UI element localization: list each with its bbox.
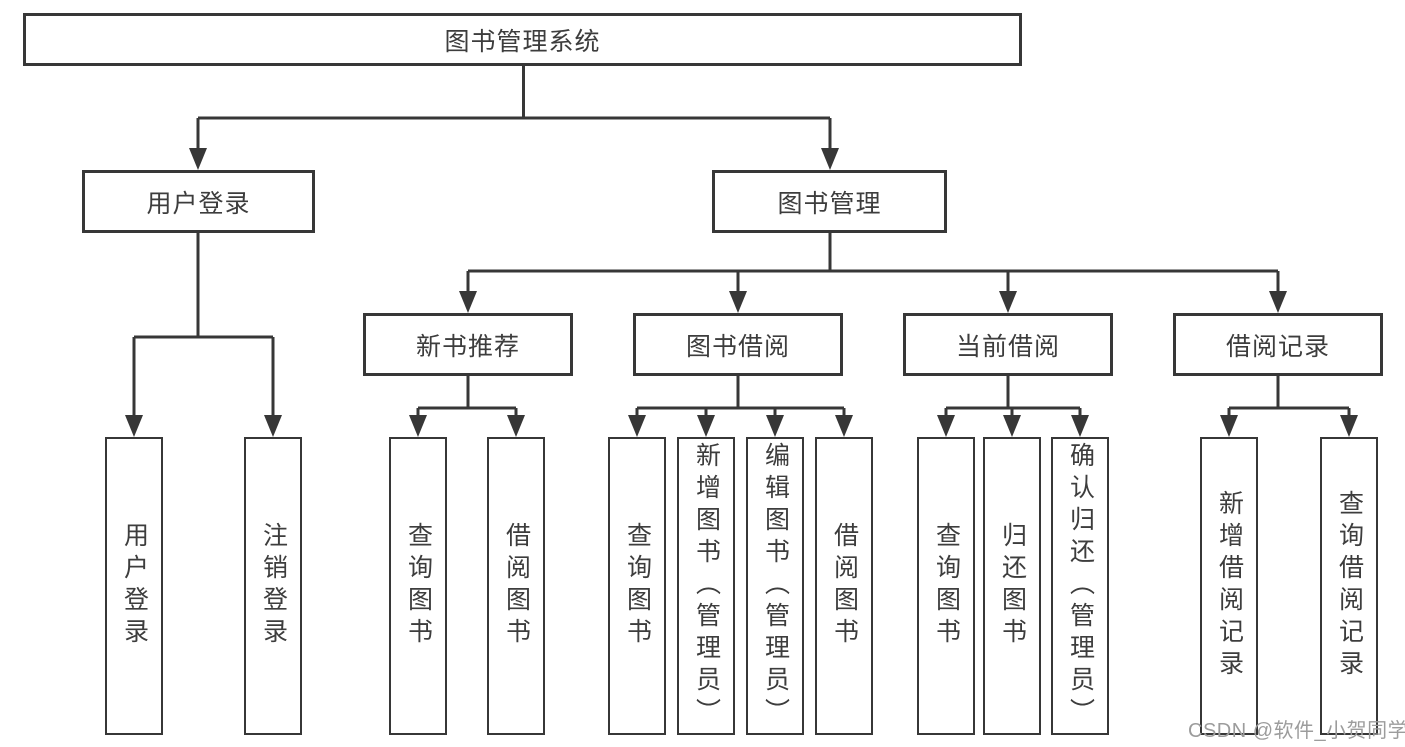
node-book-borrowing: 图书借阅 xyxy=(633,313,843,376)
node-root-label: 图书管理系统 xyxy=(444,27,601,56)
arrowhead-icon-3 xyxy=(264,415,282,437)
arrowhead-icon-5 xyxy=(729,291,747,313)
node-new-book-recommendation-label: 新书推荐 xyxy=(415,332,520,361)
arrowhead-icon-14 xyxy=(937,415,955,437)
arrowhead-icon-17 xyxy=(1220,415,1238,437)
leaf-logout-label: 注销登录 xyxy=(259,522,288,650)
arrowhead-icon-2 xyxy=(125,415,143,437)
arrowhead-icon-10 xyxy=(628,415,646,437)
node-book-management-label: 图书管理 xyxy=(777,189,882,218)
leaf-borrow-books-2: 借阅图书 xyxy=(815,437,873,735)
node-book-borrowing-label: 图书借阅 xyxy=(685,332,790,361)
arrowhead-icon-6 xyxy=(999,291,1017,313)
arrowhead-icon-9 xyxy=(507,415,525,437)
leaf-query-books-1: 查询图书 xyxy=(389,437,447,735)
leaf-user-login-label: 用户登录 xyxy=(120,522,149,650)
arrowhead-icon-15 xyxy=(1003,415,1021,437)
arrowhead-icon-18 xyxy=(1340,415,1358,437)
csdn-watermark: CSDN @软件_小贺同学 xyxy=(1188,720,1405,742)
leaf-query-books-2: 查询图书 xyxy=(608,437,666,735)
node-current-borrowing: 当前借阅 xyxy=(903,313,1113,376)
leaf-borrow-books-1-label: 借阅图书 xyxy=(502,522,531,650)
arrowhead-icon-11 xyxy=(697,415,715,437)
leaf-add-borrow-record-label: 新增借阅记录 xyxy=(1215,490,1244,682)
node-current-borrowing-label: 当前借阅 xyxy=(955,332,1060,361)
arrowhead-icon-8 xyxy=(409,415,427,437)
node-borrowing-records: 借阅记录 xyxy=(1173,313,1383,376)
arrowhead-icon-12 xyxy=(766,415,784,437)
arrowhead-icon-0 xyxy=(189,148,207,170)
leaf-query-books-1-label: 查询图书 xyxy=(404,522,433,650)
node-new-book-recommendation: 新书推荐 xyxy=(363,313,573,376)
node-user-login-label: 用户登录 xyxy=(146,189,251,218)
leaf-edit-books-admin: 编辑图书（管理员） xyxy=(746,437,804,735)
leaf-return-books: 归还图书 xyxy=(983,437,1041,735)
leaf-add-books-admin: 新增图书（管理员） xyxy=(677,437,735,735)
leaf-query-books-3-label: 查询图书 xyxy=(932,522,961,650)
arrowhead-icon-4 xyxy=(459,291,477,313)
leaf-add-books-admin-label: 新增图书（管理员） xyxy=(692,442,721,730)
leaf-add-borrow-record: 新增借阅记录 xyxy=(1200,437,1258,735)
leaf-borrow-books-1: 借阅图书 xyxy=(487,437,545,735)
leaf-confirm-return-admin: 确认归还（管理员） xyxy=(1051,437,1109,735)
arrowhead-icon-16 xyxy=(1071,415,1089,437)
leaf-query-books-2-label: 查询图书 xyxy=(623,522,652,650)
leaf-confirm-return-admin-label: 确认归还（管理员） xyxy=(1066,442,1095,730)
leaf-query-borrow-record: 查询借阅记录 xyxy=(1320,437,1378,735)
node-borrowing-records-label: 借阅记录 xyxy=(1225,332,1330,361)
arrowhead-icon-7 xyxy=(1269,291,1287,313)
leaf-return-books-label: 归还图书 xyxy=(998,522,1027,650)
node-user-login: 用户登录 xyxy=(82,170,315,233)
node-book-management: 图书管理 xyxy=(712,170,947,233)
leaf-query-borrow-record-label: 查询借阅记录 xyxy=(1335,490,1364,682)
node-root: 图书管理系统 xyxy=(23,13,1022,66)
leaf-query-books-3: 查询图书 xyxy=(917,437,975,735)
leaf-logout: 注销登录 xyxy=(244,437,302,735)
arrowhead-icon-1 xyxy=(821,148,839,170)
leaf-borrow-books-2-label: 借阅图书 xyxy=(830,522,859,650)
arrowhead-icon-13 xyxy=(835,415,853,437)
leaf-user-login: 用户登录 xyxy=(105,437,163,735)
leaf-edit-books-admin-label: 编辑图书（管理员） xyxy=(761,442,790,730)
